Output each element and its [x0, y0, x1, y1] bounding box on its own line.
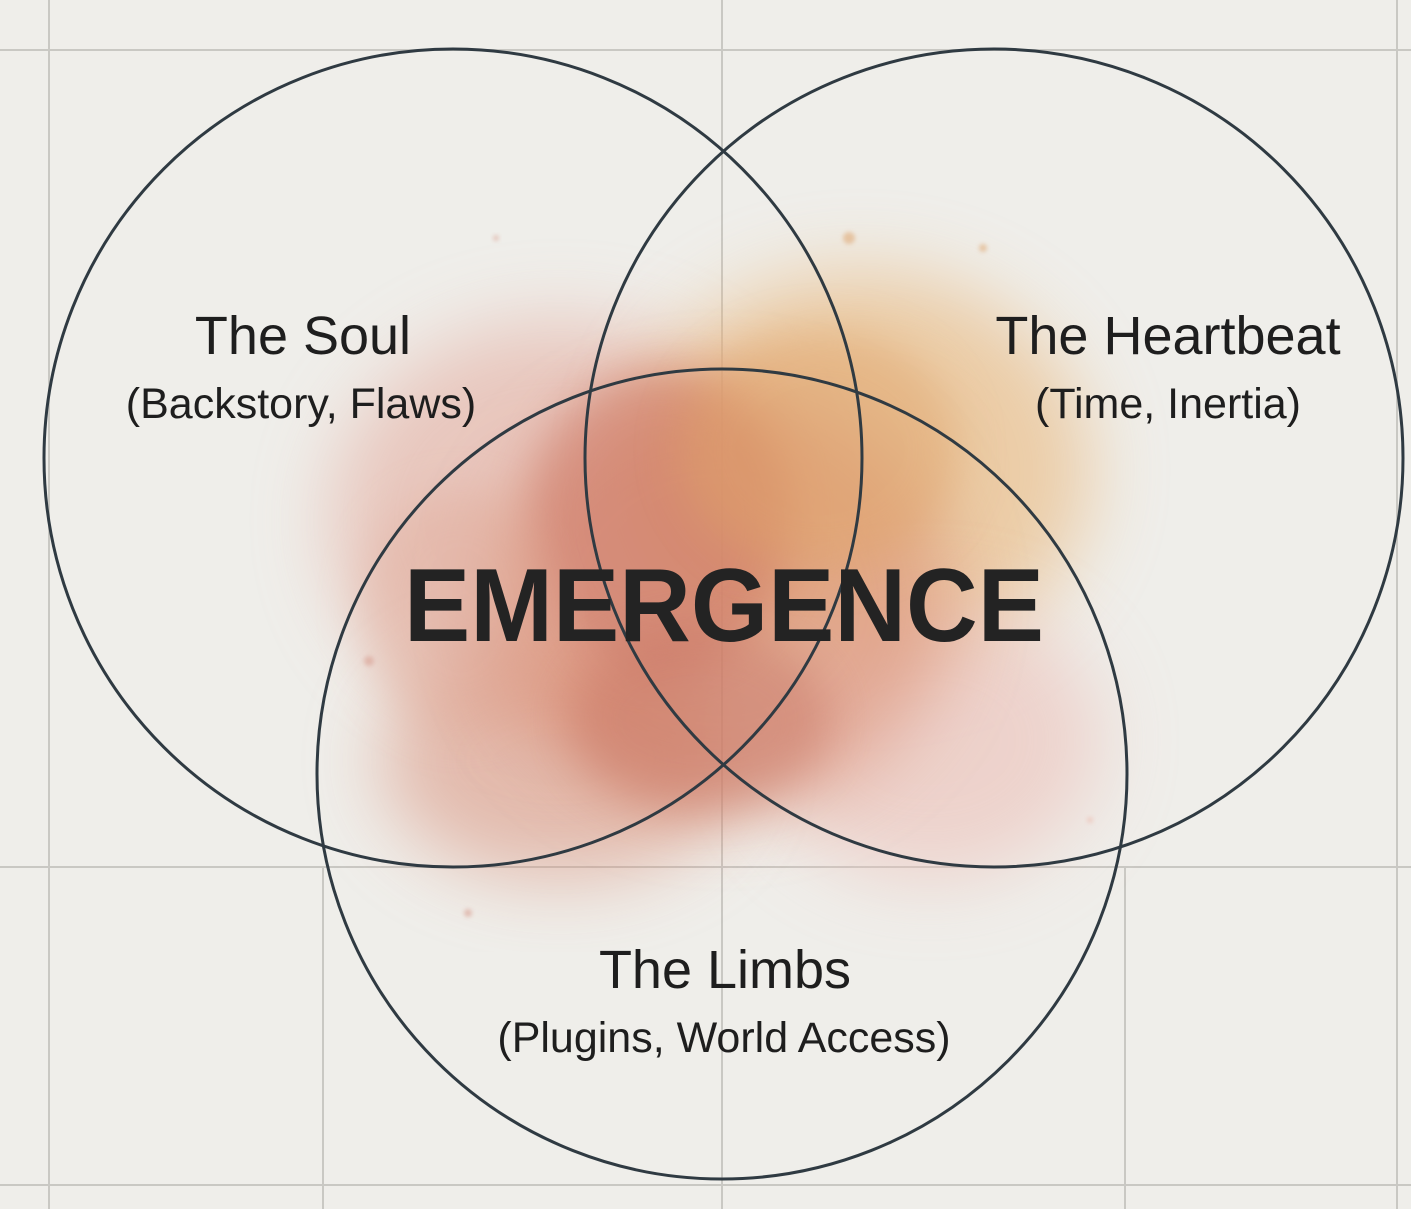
label-soul-subtitle: (Backstory, Flaws): [126, 380, 476, 428]
circle-soul: [42, 47, 864, 869]
label-limbs: The Limbs (Plugins, World Access): [497, 940, 950, 1062]
label-heartbeat: The Heartbeat (Time, Inertia): [995, 306, 1340, 428]
label-limbs-title: The Limbs: [599, 940, 851, 1000]
venn-circles: [42, 47, 1405, 1181]
label-soul-title: The Soul: [195, 306, 411, 366]
circle-heartbeat: [583, 47, 1405, 869]
label-heartbeat-title: The Heartbeat: [995, 306, 1340, 366]
label-soul: The Soul (Backstory, Flaws): [126, 306, 476, 428]
label-limbs-subtitle: (Plugins, World Access): [497, 1014, 950, 1062]
circle-limbs: [315, 367, 1129, 1181]
label-heartbeat-subtitle: (Time, Inertia): [1035, 380, 1301, 428]
center-label-emergence: EMERGENCE: [404, 548, 1044, 664]
